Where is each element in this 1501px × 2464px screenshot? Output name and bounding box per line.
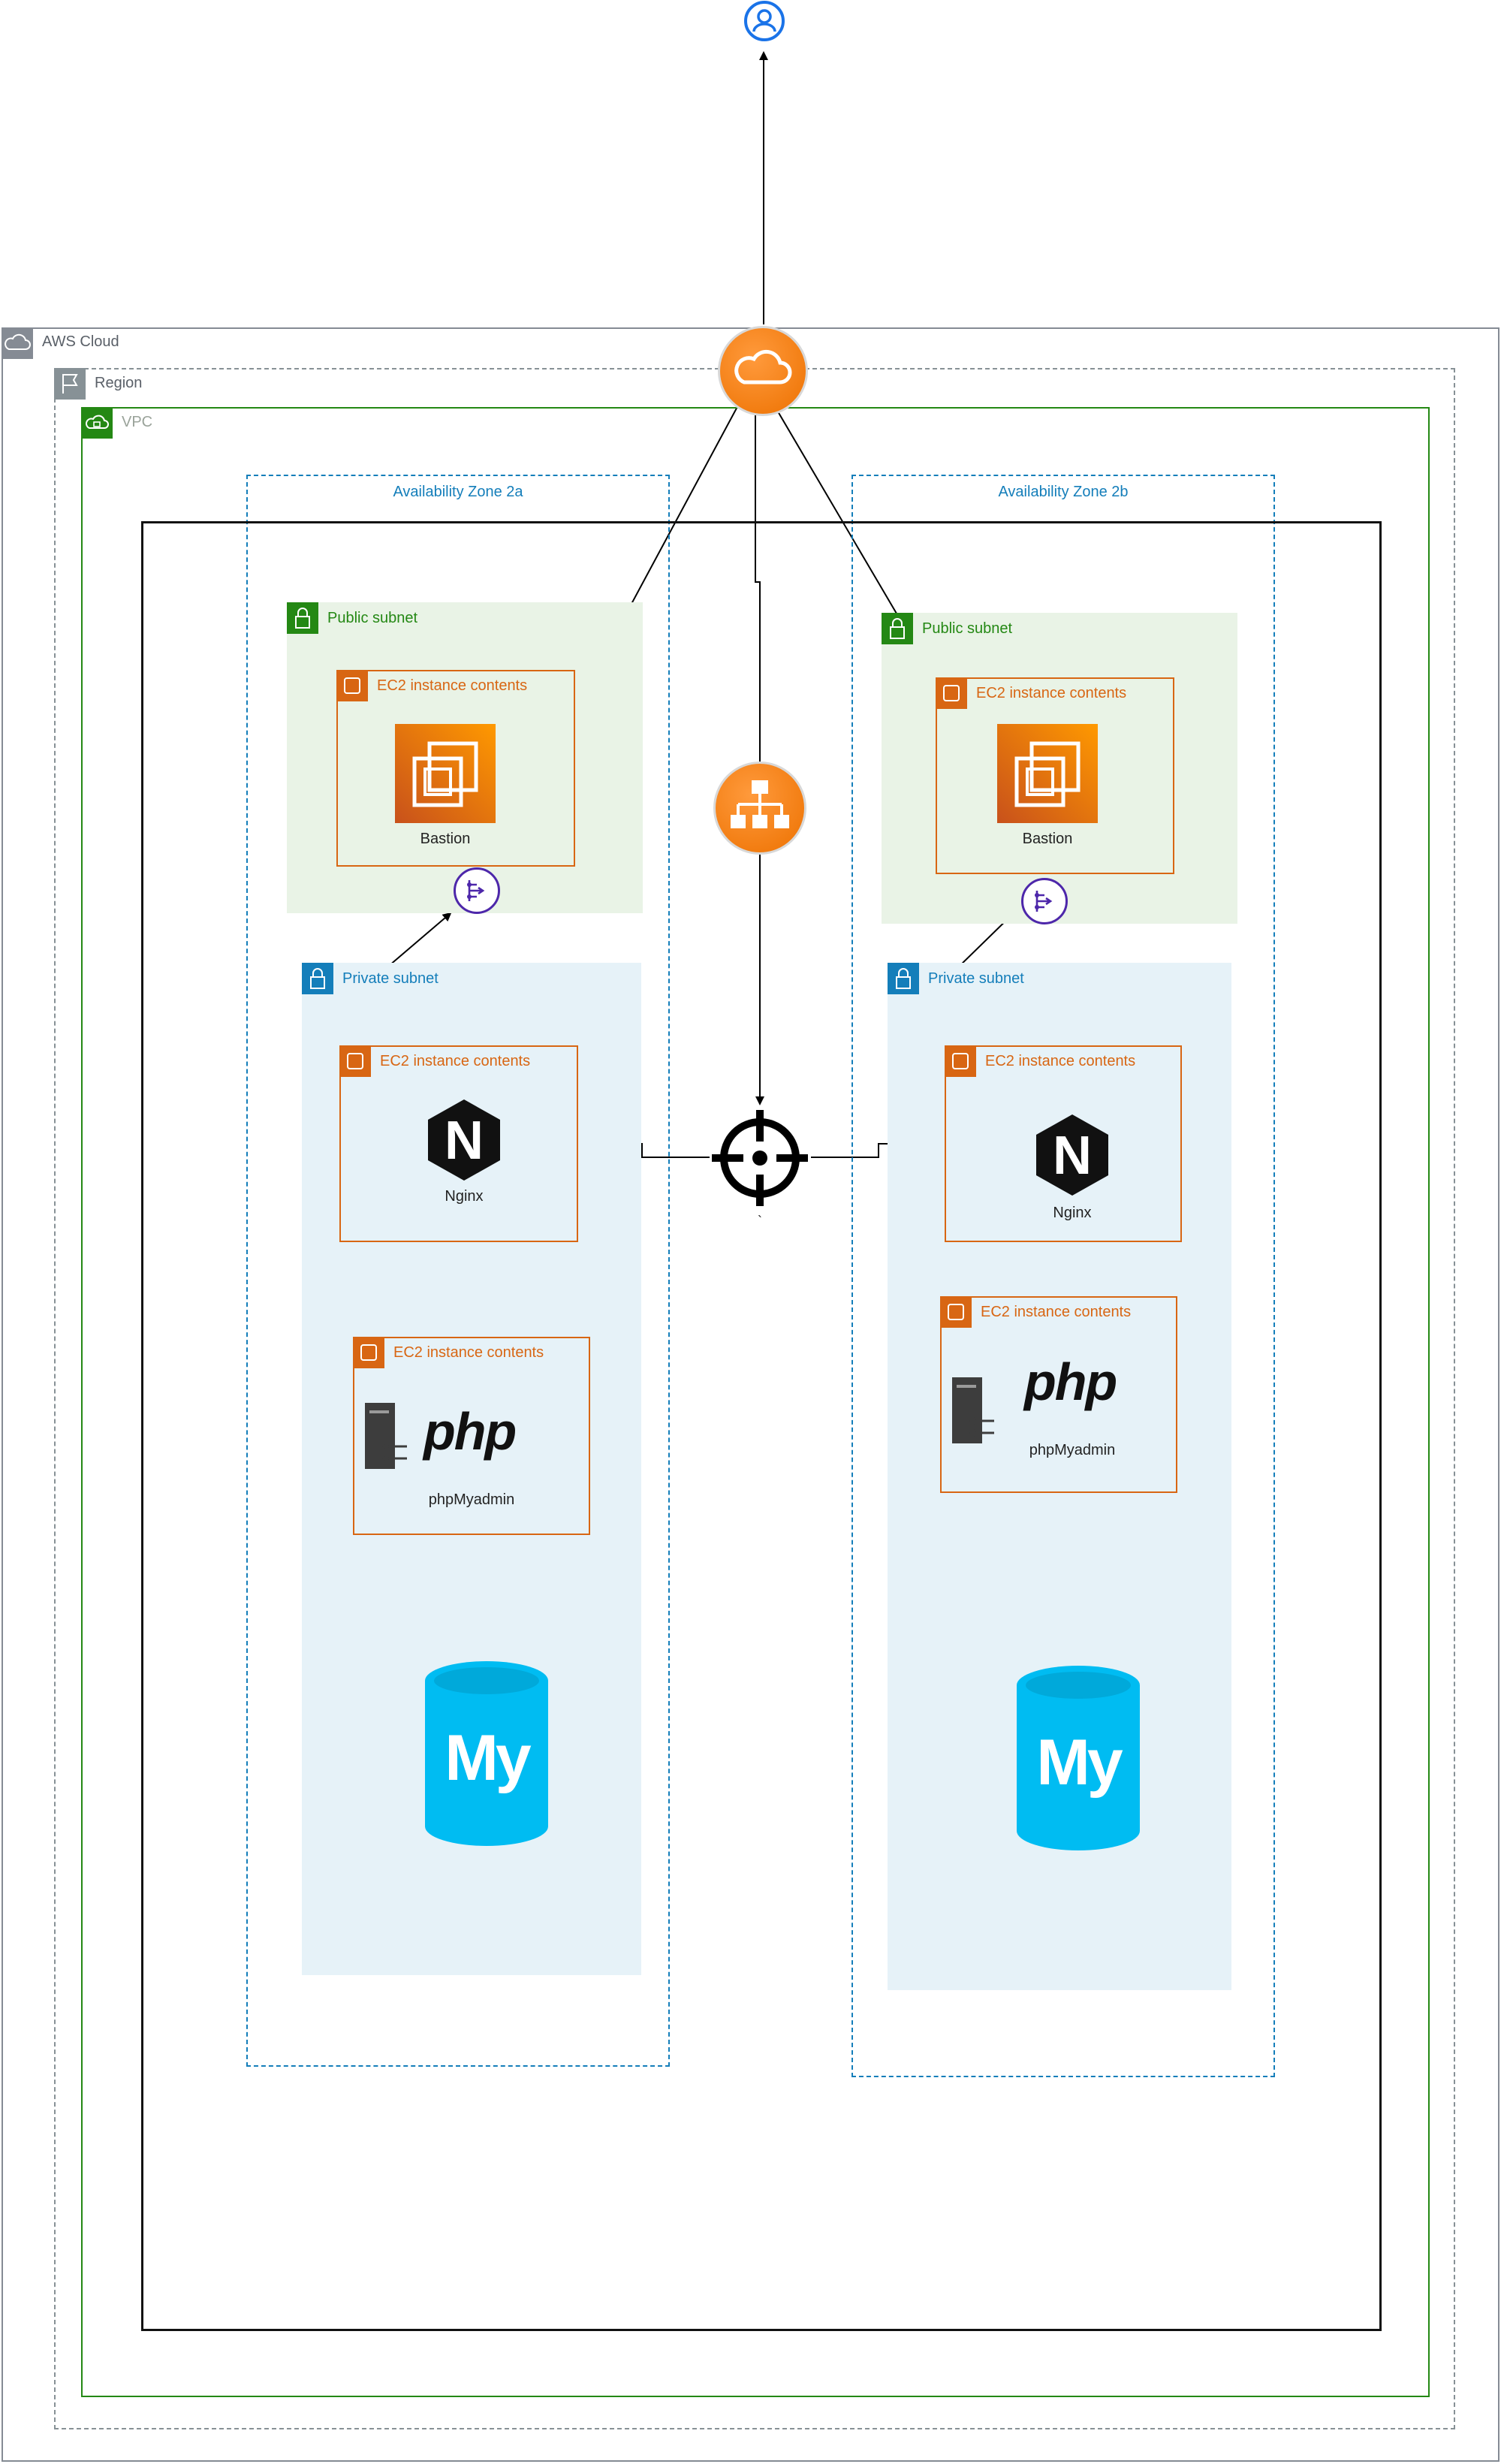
private-subnet-b-lock-icon — [888, 963, 919, 994]
bastion-group-a-label: EC2 instance contents — [377, 677, 528, 694]
mysql-logo-b: My — [1036, 1727, 1123, 1799]
internet-gateway-icon — [718, 326, 808, 416]
server-icon — [363, 1401, 410, 1472]
php-group-a — [353, 1337, 590, 1535]
public-subnet-a-lock-icon — [287, 602, 318, 634]
public-subnet-b-lock-icon — [882, 613, 913, 644]
bastion-group-b-label: EC2 instance contents — [976, 685, 1127, 701]
phpmyadmin-b-label: phpMyadmin — [1029, 1442, 1116, 1458]
availability-zone-b — [851, 475, 1275, 2077]
php-logo-b: php — [1024, 1353, 1117, 1411]
ec2-chip-icon — [353, 1337, 384, 1368]
ec2-instance-icon — [997, 724, 1098, 823]
private-subnet-a-label: Private subnet — [342, 970, 439, 987]
phpmyadmin-a-label: phpMyadmin — [428, 1491, 515, 1508]
nginx-glyph: N — [1053, 1126, 1092, 1186]
server-icon — [951, 1376, 997, 1446]
availability-zone-b-label: Availability Zone 2b — [998, 484, 1129, 500]
ec2-chip-icon — [940, 1296, 972, 1328]
connector-private-a-to-nat-a — [388, 912, 452, 967]
nat-gateway-icon — [454, 867, 500, 914]
aws-cloud-label: AWS Cloud — [42, 333, 119, 350]
availability-zone-a-label: Availability Zone 2a — [393, 484, 523, 500]
bastion-b-label: Bastion — [1022, 831, 1073, 847]
nat-gateway-icon — [1021, 878, 1068, 924]
nginx-group-b — [945, 1045, 1182, 1242]
bastion-a-label: Bastion — [420, 831, 471, 847]
mysql-database-icon: My — [423, 1660, 550, 1847]
nginx-group-b-label: EC2 instance contents — [985, 1053, 1136, 1069]
ec2-chip-icon — [945, 1045, 976, 1077]
nginx-logo-icon: N — [425, 1098, 503, 1182]
region-label: Region — [95, 375, 143, 391]
ec2-chip-icon — [339, 1045, 371, 1077]
availability-zone-a — [246, 475, 670, 2067]
bastion-group-a — [336, 670, 575, 867]
mysql-database-icon: My — [1015, 1664, 1141, 1852]
vpc-label: VPC — [122, 414, 153, 430]
region-flag-icon — [54, 368, 86, 400]
user-icon — [743, 0, 785, 42]
php-logo-a: php — [423, 1402, 517, 1461]
nginx-group-a — [339, 1045, 578, 1242]
mysql-logo-a: My — [445, 1722, 531, 1794]
public-subnet-b-label: Public subnet — [922, 620, 1013, 637]
ec2-instance-icon — [395, 724, 496, 823]
bastion-group-b — [936, 677, 1174, 874]
target-group-caption: ` — [758, 1214, 762, 1229]
aws-cloud-icon — [2, 327, 33, 359]
vpc-icon — [81, 407, 113, 439]
nginx-a-label: Nginx — [445, 1188, 484, 1205]
php-group-a-label: EC2 instance contents — [393, 1344, 544, 1361]
nginx-logo-icon: N — [1033, 1113, 1111, 1197]
public-subnet-a-label: Public subnet — [327, 610, 418, 626]
ec2-chip-icon — [336, 670, 368, 701]
php-group-b — [940, 1296, 1177, 1493]
private-subnet-b-label: Private subnet — [928, 970, 1024, 987]
inner-boundary-box — [141, 521, 1382, 2331]
php-group-b-label: EC2 instance contents — [981, 1304, 1132, 1320]
connector-alb-to-igw — [752, 369, 761, 766]
nginx-b-label: Nginx — [1053, 1205, 1092, 1221]
target-group-icon — [706, 1104, 814, 1212]
nginx-group-a-label: EC2 instance contents — [380, 1053, 531, 1069]
private-subnet-a-lock-icon — [302, 963, 333, 994]
ec2-chip-icon — [936, 677, 967, 709]
nginx-glyph: N — [445, 1111, 484, 1171]
load-balancer-icon — [713, 762, 806, 855]
